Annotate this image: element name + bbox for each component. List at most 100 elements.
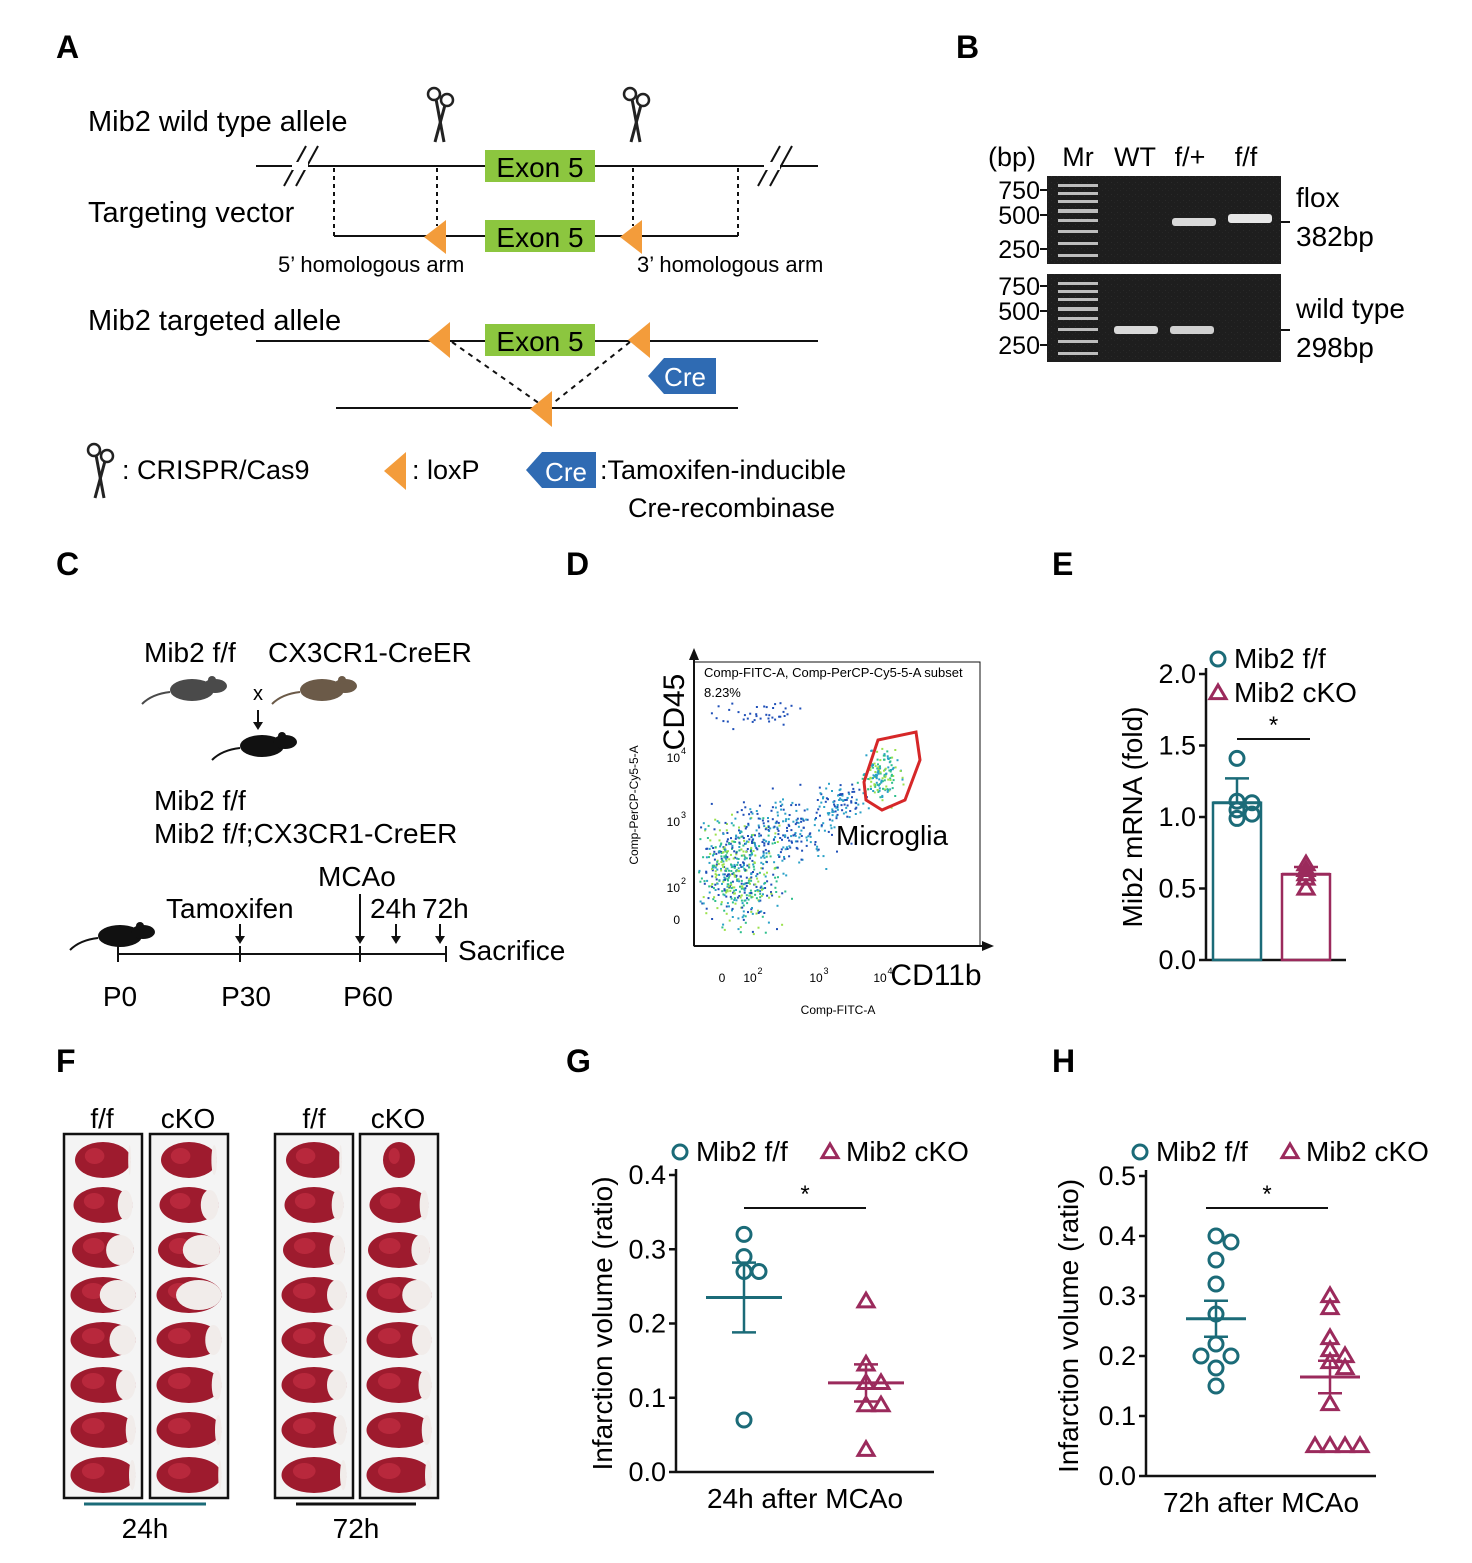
data-point xyxy=(735,1225,753,1243)
flow-event xyxy=(784,848,787,851)
brain-slice-tissue xyxy=(294,1193,316,1209)
flow-event xyxy=(717,862,720,865)
flow-event xyxy=(749,850,752,853)
flow-event xyxy=(715,874,718,877)
flow-event xyxy=(733,892,736,895)
flow-event xyxy=(714,833,717,836)
flow-event xyxy=(883,758,886,761)
flow-event xyxy=(755,875,758,878)
flow-event xyxy=(752,933,755,936)
flow-event xyxy=(872,766,874,769)
flow-event xyxy=(843,803,846,806)
flow-event xyxy=(879,765,881,768)
flow-event xyxy=(875,773,877,776)
flow-event xyxy=(721,863,724,866)
flow-event xyxy=(869,766,872,769)
flow-event xyxy=(713,865,716,868)
flow-event xyxy=(707,897,710,900)
flow-event xyxy=(757,880,760,883)
flow-event xyxy=(758,832,761,835)
flow-event xyxy=(726,873,729,876)
flow-event xyxy=(744,856,747,859)
panel-c: C Mib2 f/f CX3CR1-CreER x Mib2 f/f Mib2 … xyxy=(56,546,565,1012)
flow-event xyxy=(708,856,710,859)
cd11b-label: CD11b xyxy=(890,959,981,992)
flow-event xyxy=(720,852,723,854)
flow-event xyxy=(854,807,857,810)
infarct-area xyxy=(215,1415,222,1445)
flow-event xyxy=(737,928,740,931)
y-tick-label: 0.0 xyxy=(628,1457,666,1487)
flow-event xyxy=(796,847,799,850)
flow-event xyxy=(698,869,701,872)
flow-event xyxy=(733,866,736,869)
flow-event xyxy=(726,875,729,878)
flow-event xyxy=(837,794,839,797)
flox-label: flox xyxy=(1296,182,1340,213)
y-tick-label: 0.0 xyxy=(1158,945,1196,975)
flow-event xyxy=(768,830,771,832)
flow-event xyxy=(748,813,751,816)
flow-event xyxy=(886,788,889,791)
flow-event xyxy=(881,796,884,798)
flow-event xyxy=(742,918,745,921)
flow-event xyxy=(718,821,721,824)
flow-event xyxy=(733,873,736,876)
flow-event xyxy=(746,864,749,867)
flow-event xyxy=(882,787,884,790)
y-tick-label: 0.2 xyxy=(1098,1341,1136,1371)
flow-event xyxy=(745,869,748,872)
flow-event xyxy=(772,873,775,876)
fitc-axis-label: Comp-FITC-A xyxy=(801,1003,876,1017)
flow-event xyxy=(726,889,729,892)
flow-event xyxy=(725,870,728,872)
p60-label: P60 xyxy=(343,981,393,1012)
flow-event xyxy=(883,769,885,772)
flow-event xyxy=(757,909,760,912)
flow-event xyxy=(796,840,799,843)
infarct-area xyxy=(211,1370,222,1400)
flow-event xyxy=(876,758,879,761)
flow-event xyxy=(794,803,797,806)
flow-event xyxy=(764,828,767,831)
flow-event xyxy=(776,904,779,907)
flow-event xyxy=(775,891,778,893)
flow-event xyxy=(707,824,710,827)
flow-event xyxy=(726,878,729,881)
mouse-icon xyxy=(211,731,298,761)
flow-event xyxy=(729,895,732,898)
flow-event xyxy=(794,840,797,843)
infarct-area xyxy=(329,1235,345,1265)
flow-event xyxy=(765,855,768,858)
flow-event xyxy=(721,926,724,929)
flow-event xyxy=(709,839,712,842)
flow-event xyxy=(698,871,701,874)
flow-event xyxy=(779,851,782,854)
data-point xyxy=(1192,1347,1210,1365)
flow-event xyxy=(782,872,785,875)
infarct-area xyxy=(327,1280,347,1310)
flow-event xyxy=(775,866,778,869)
flow-event xyxy=(846,804,849,807)
flow-event xyxy=(711,875,714,878)
data-point xyxy=(1334,1357,1356,1376)
lane-wt: WT xyxy=(1114,142,1156,172)
brain-slice-tissue xyxy=(388,1148,400,1164)
flow-event xyxy=(743,899,746,902)
flow-event xyxy=(832,801,835,804)
flow-event xyxy=(740,835,743,838)
flow-event xyxy=(881,780,884,783)
flow-event xyxy=(876,774,879,777)
flow-event xyxy=(777,876,779,879)
flow-event xyxy=(825,868,828,870)
flow-event xyxy=(870,749,873,752)
brain-slice-tissue xyxy=(81,1283,105,1299)
flow-event xyxy=(746,717,749,720)
flow-event xyxy=(713,828,716,831)
flow-event xyxy=(815,811,818,814)
flow-event xyxy=(760,856,763,859)
flow-event xyxy=(803,809,806,812)
flow-event xyxy=(749,854,752,857)
flow-event xyxy=(702,856,705,859)
y-tick-1e2: 10 xyxy=(667,881,681,895)
